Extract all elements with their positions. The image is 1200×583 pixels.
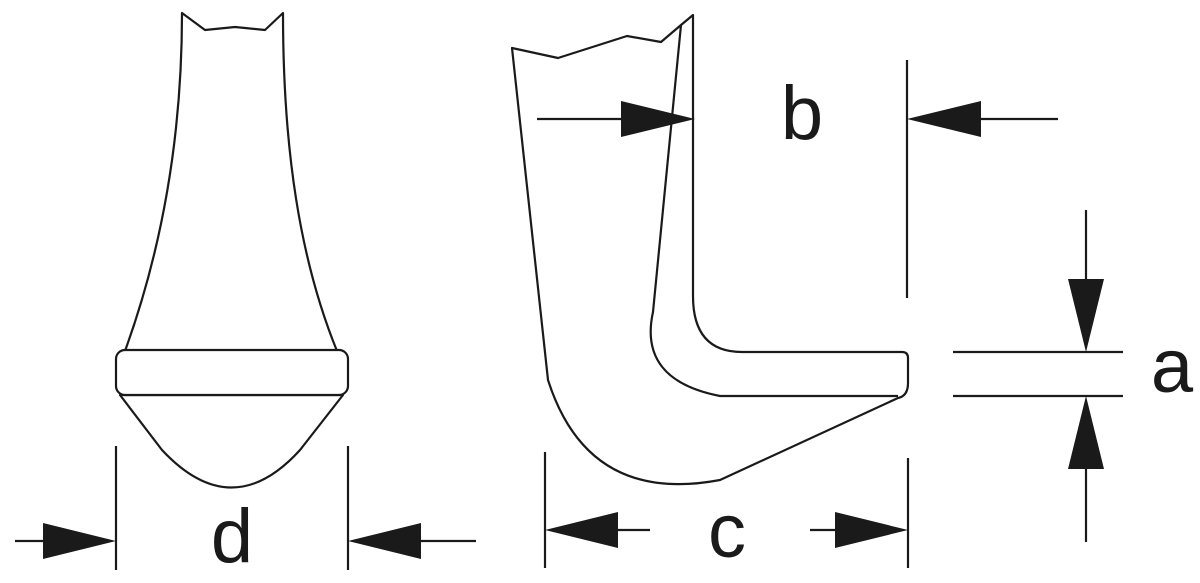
dimension-a-label: a bbox=[1151, 324, 1194, 409]
dimension-b-arrow-left bbox=[621, 101, 695, 137]
dimension-d-arrow-left bbox=[43, 523, 116, 559]
dimension-d: d bbox=[15, 446, 476, 579]
dimension-c: c bbox=[543, 452, 910, 574]
dimension-a: a bbox=[953, 210, 1194, 542]
dimension-b: b bbox=[537, 60, 1058, 298]
side-view bbox=[510, 13, 910, 486]
front-view-collar bbox=[114, 348, 350, 397]
dimension-b-arrow-right bbox=[907, 101, 981, 137]
front-view-shank bbox=[123, 11, 339, 353]
dimension-d-arrow-right bbox=[348, 523, 421, 559]
dimension-b-label: b bbox=[781, 71, 823, 156]
dimension-c-arrow-left bbox=[545, 512, 618, 548]
dimension-a-arrow-bottom bbox=[1068, 396, 1104, 469]
side-view-shank bbox=[510, 13, 910, 486]
front-view-tip bbox=[118, 393, 345, 489]
side-view-inner-edge bbox=[649, 24, 898, 398]
front-view bbox=[114, 11, 350, 489]
dimension-d-label: d bbox=[211, 494, 253, 579]
dimension-c-arrow-right bbox=[835, 512, 908, 548]
dimension-c-label: c bbox=[708, 489, 746, 574]
dimension-a-arrow-top bbox=[1068, 279, 1104, 352]
